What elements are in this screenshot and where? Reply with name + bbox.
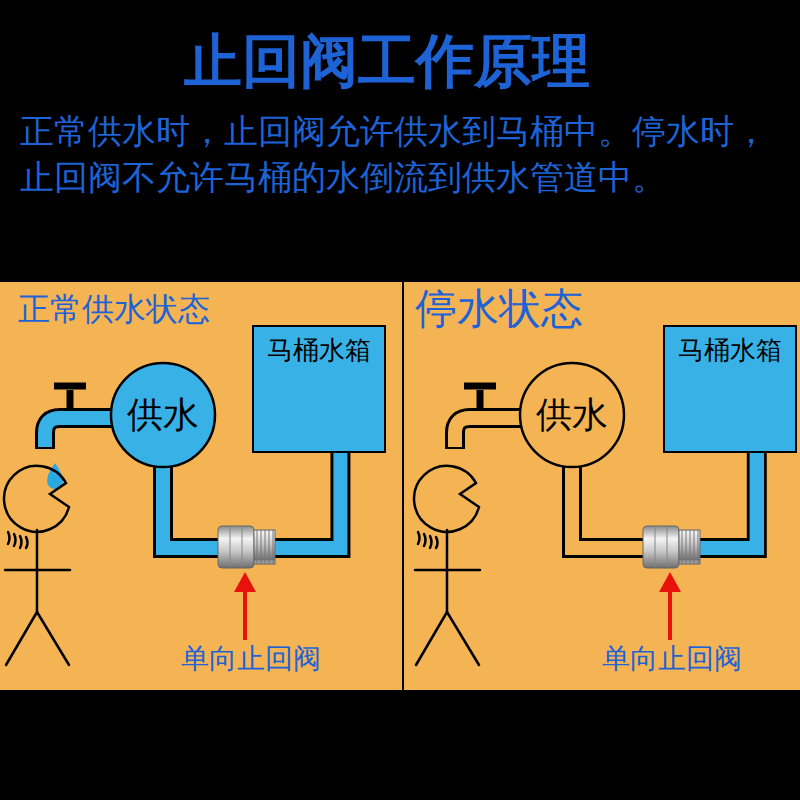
node-label: 供水 [536, 393, 608, 436]
description-note: 正常供水时，止回阀允许供水到马桶中。停水时，止回阀不允许马桶的水倒流到供水管道中… [20, 108, 790, 200]
tank-box: 马桶水箱 [663, 325, 797, 453]
stick-figure [414, 466, 480, 665]
state-panel: 停水状态供水 马桶水箱 [404, 282, 800, 690]
part-label: 单向止回阀 [572, 642, 772, 676]
panel-ground [404, 282, 800, 690]
node-label: 供水 [127, 393, 199, 436]
panel-heading: 正常供水状态 [18, 290, 210, 328]
panel-heading: 停水状态 [415, 284, 583, 334]
node-label: 马桶水箱 [254, 335, 384, 366]
node-label: 马桶水箱 [665, 335, 795, 366]
panel-ground [0, 282, 402, 690]
pointer-arrow [659, 572, 681, 640]
faucet [455, 386, 530, 449]
tank-box: 马桶水箱 [252, 325, 386, 453]
faucet [45, 386, 120, 449]
stick-figure [4, 466, 70, 665]
check-valve [218, 526, 275, 568]
part-label: 单向止回阀 [151, 642, 351, 676]
supply-circle: 供水 [109, 361, 217, 469]
check-valve [643, 526, 700, 568]
state-panel: 正常供水状态供水 马桶水箱 [0, 282, 402, 690]
diagram-title: 止回阀工作原理 [0, 26, 774, 96]
supply-circle: 供水 [518, 361, 626, 469]
circle-shape [111, 363, 215, 467]
circle-shape [520, 363, 624, 467]
pointer-arrow [234, 572, 256, 640]
